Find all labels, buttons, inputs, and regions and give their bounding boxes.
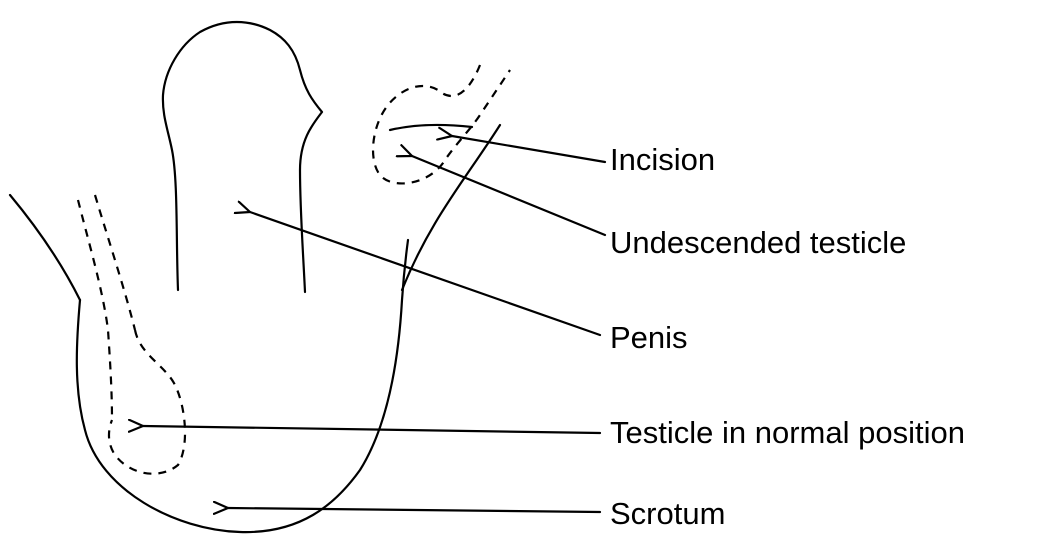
label-penis: Penis <box>610 320 688 355</box>
testicle-normal-arrow <box>143 426 600 433</box>
scrotum-arrow <box>228 508 600 512</box>
penis-outline <box>163 22 322 292</box>
groin-outline-left <box>10 195 80 300</box>
penis-arrow <box>250 212 600 335</box>
spermatic-cord-dashed-2 <box>95 195 135 330</box>
testicle-normal-dashed <box>109 330 185 474</box>
spermatic-cord-dashed-1 <box>78 200 112 420</box>
label-testicle-normal-position: Testicle in normal position <box>610 415 965 450</box>
incision-line <box>390 125 472 130</box>
scrotum-outline <box>77 240 408 532</box>
undescended-testicle-arrow <box>412 156 605 235</box>
label-scrotum: Scrotum <box>610 496 725 531</box>
groin-outline-right <box>402 125 500 290</box>
label-undescended-testicle: Undescended testicle <box>610 225 906 260</box>
incision-arrow <box>452 136 605 162</box>
label-incision: Incision <box>610 142 715 177</box>
